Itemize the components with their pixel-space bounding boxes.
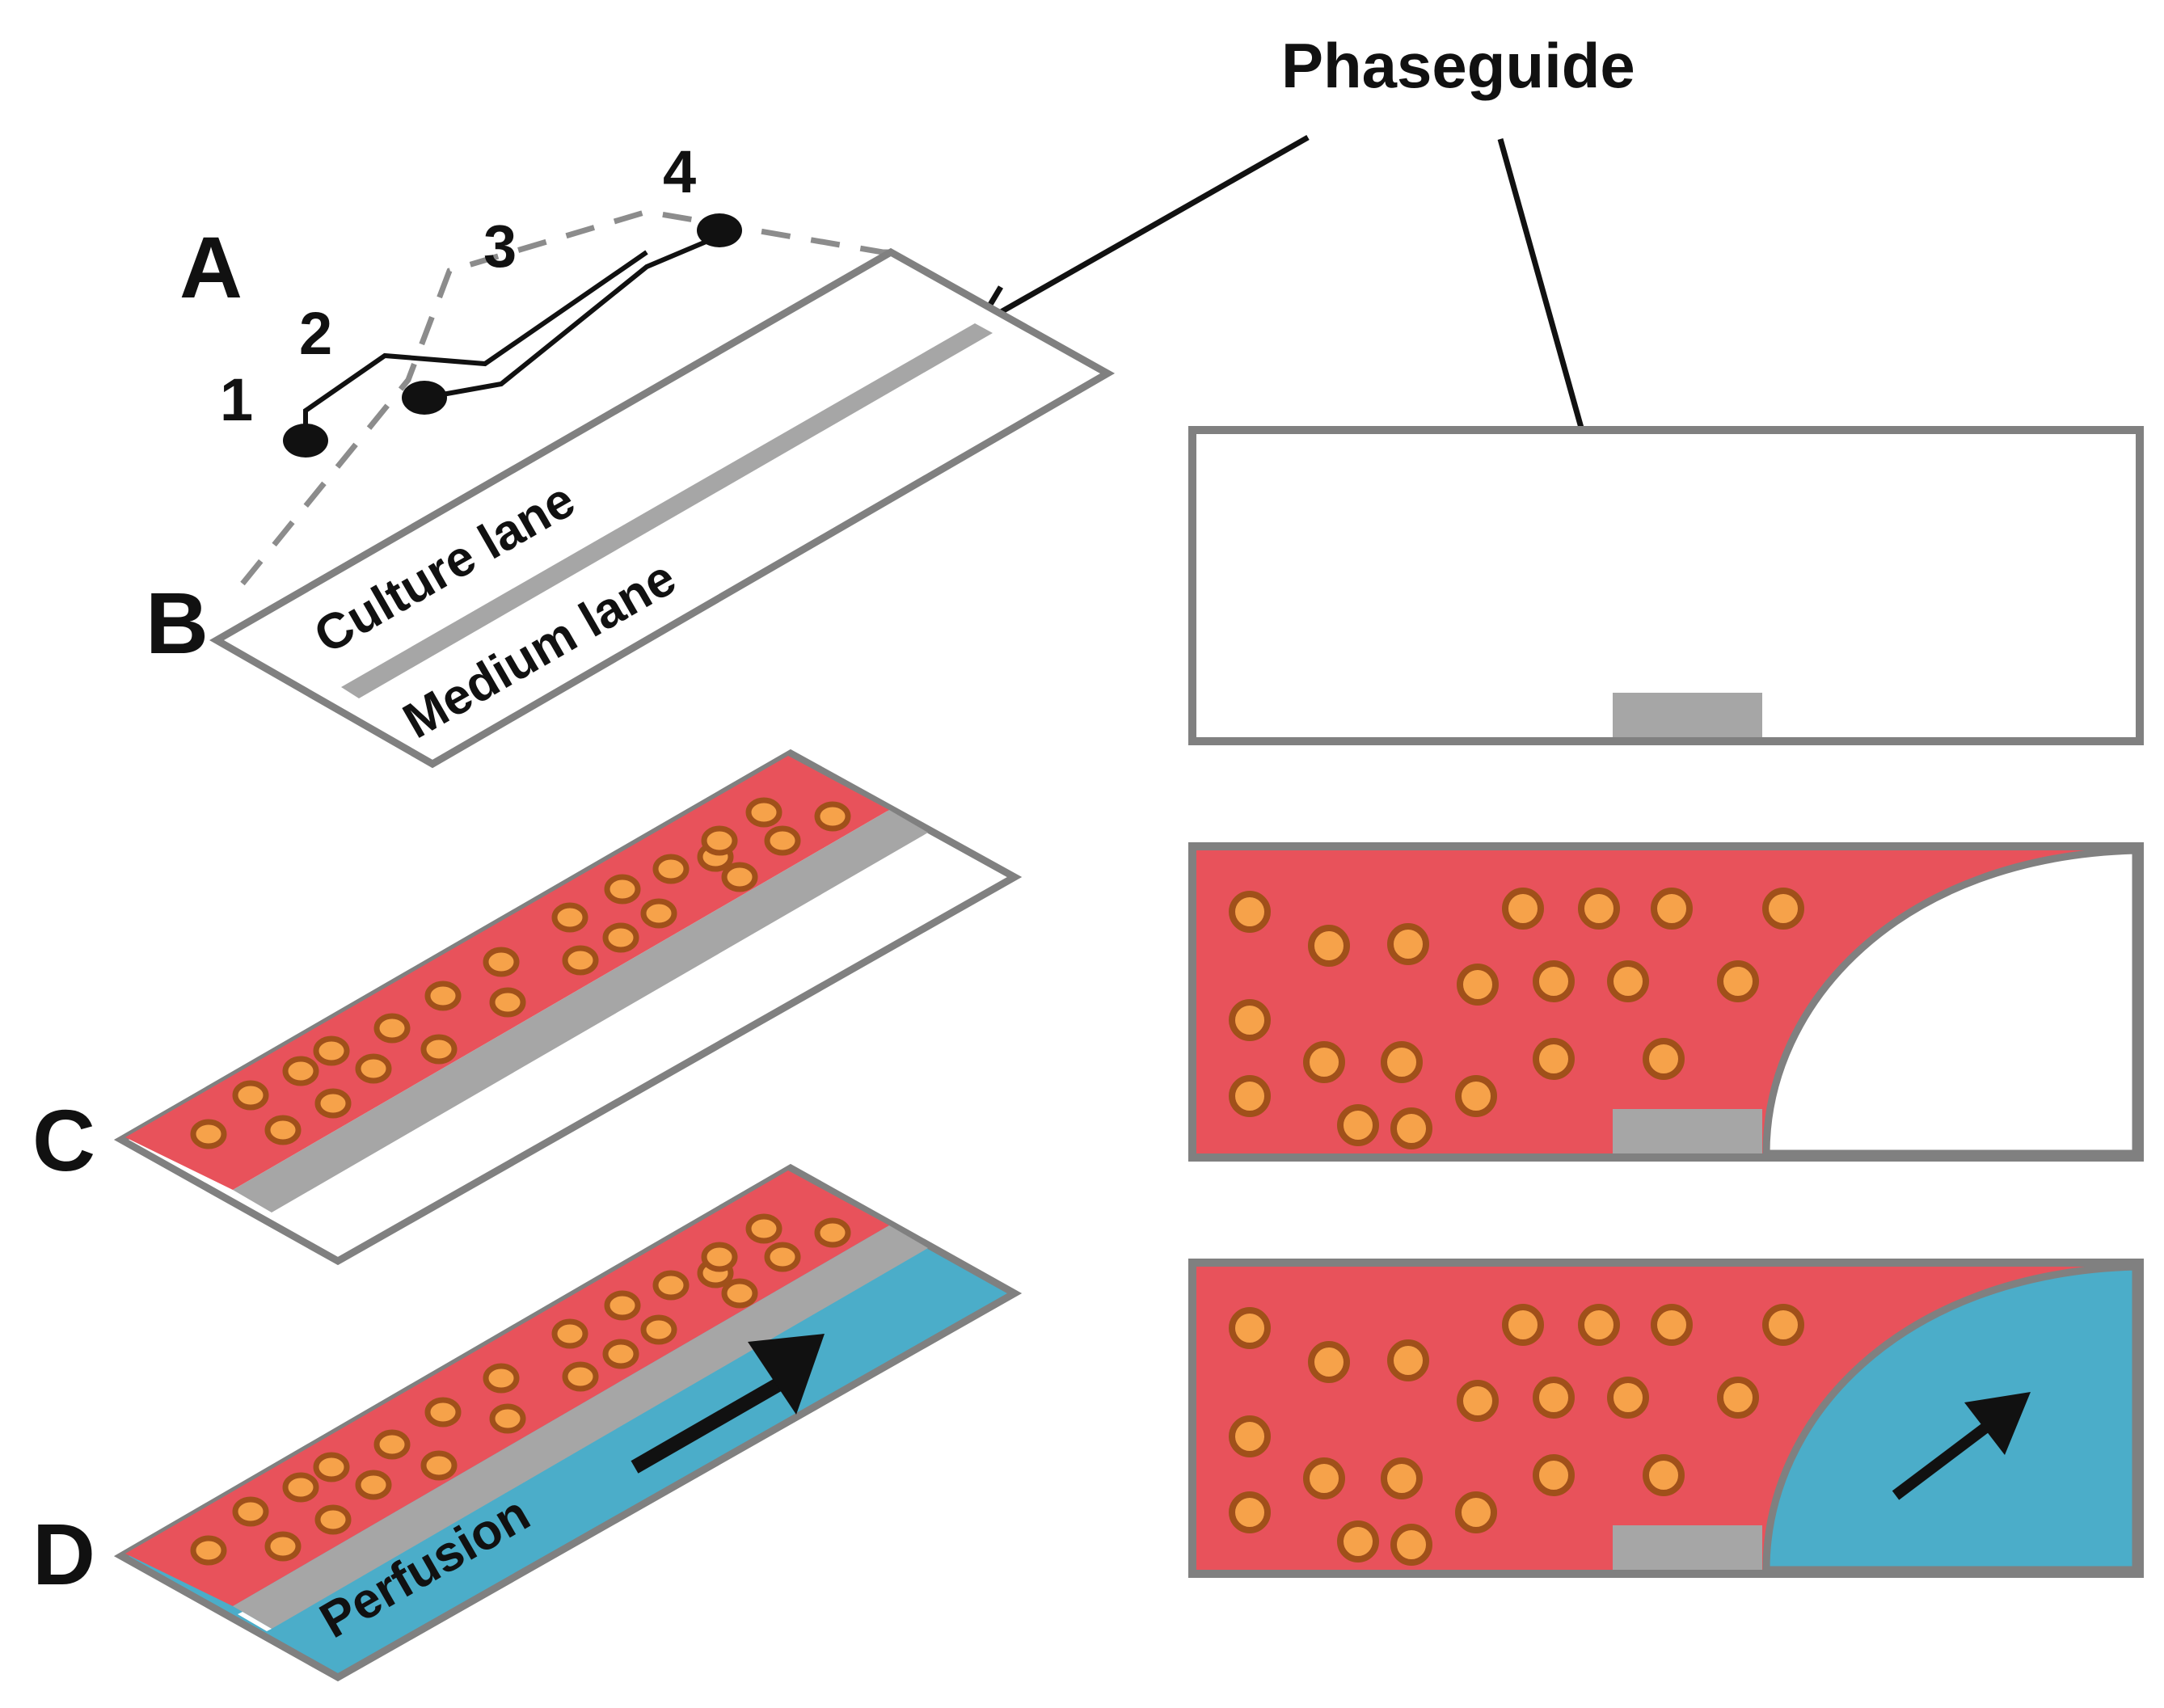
cross-section-d: [1188, 1259, 2144, 1578]
panel-a-letter: A: [179, 218, 243, 316]
chip-overview: 1 2 3 4 Culture lane Medium lane: [209, 138, 1116, 769]
panel-d-letter: D: [32, 1505, 95, 1603]
phaseguide-label: Phaseguide: [1281, 30, 1635, 101]
inlet-4-number: 4: [663, 138, 696, 205]
cross-section-c-meniscus: [1762, 846, 2140, 1158]
cross-section-b-frame: [1188, 426, 2144, 745]
panel-d-flow-arrow: [631, 1334, 825, 1474]
panel-c-letter: C: [32, 1091, 95, 1189]
panel-d-lower-edge: [238, 1612, 272, 1631]
inlet-1-number: 1: [220, 366, 253, 433]
panel-c-lane: [113, 749, 1023, 1266]
cross-section-d-phaseguide: [1613, 1525, 1762, 1570]
inlet-2-hole: [402, 381, 447, 415]
panel-b-letter: B: [146, 574, 209, 672]
cross-section-b: [1188, 426, 2144, 745]
inlet-1-hole: [283, 424, 328, 458]
cross-section-d-medium: [1762, 1263, 2140, 1574]
inlet-holes: [283, 213, 742, 458]
inlet-channels: [303, 234, 721, 441]
cross-section-b-phaseguide: [1613, 693, 1762, 737]
phaseguide-strip: [341, 323, 993, 698]
inlet-3-number: 3: [483, 213, 517, 280]
cross-section-c-phaseguide: [1613, 1109, 1762, 1153]
cross-section-c: [1188, 842, 2144, 1162]
panel-c-phaseguide: [233, 810, 928, 1212]
inlet-2-number: 2: [299, 300, 332, 367]
inlet-4-hole: [697, 213, 742, 247]
panel-d-lane: Perfusion: [113, 1163, 1023, 1682]
panel-d-phaseguide: [233, 1225, 928, 1629]
cross-section-d-flow-arrow: [1892, 1392, 2031, 1500]
